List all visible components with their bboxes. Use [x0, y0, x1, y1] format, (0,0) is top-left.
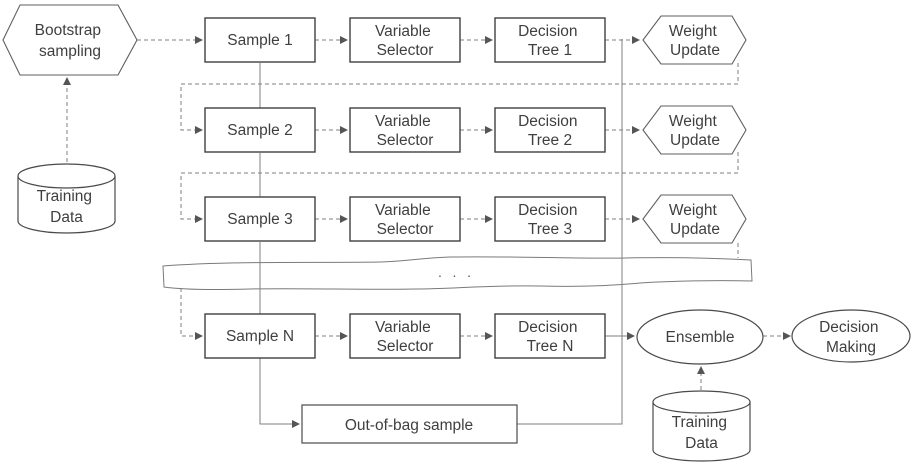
- sample-1-box: [204, 17, 316, 63]
- sample-3-box: [204, 196, 316, 242]
- tree-output-bus: [517, 39, 623, 425]
- variable-selector-3-label: Variable Selector: [375, 202, 435, 238]
- arrow-sample-bus-to-oob: [259, 358, 300, 428]
- loop-weight2-to-sample3: [180, 152, 739, 223]
- decision-tree-3-label: Decision Tree 3: [518, 202, 582, 238]
- connectors: [63, 36, 791, 428]
- ensemble-node: Ensemble: [636, 309, 764, 365]
- bootstrap-sampling-node: Bootstrap sampling: [2, 4, 138, 76]
- out-of-bag-node: Out-of-bag sample: [301, 404, 518, 444]
- variable-selector-n-label: Variable Selector: [375, 319, 435, 355]
- weight-update-3-hexagon: [642, 194, 747, 244]
- decision-tree-3-box: [494, 196, 606, 242]
- row-2: Sample 2 Variable Selector Decision Tree…: [204, 105, 747, 155]
- sample-3-label: Sample 3: [227, 211, 292, 228]
- variable-selector-3-box: [349, 196, 461, 242]
- weight-update-3-label: Weight Update: [669, 202, 721, 238]
- variable-selector-2-box: [349, 107, 461, 153]
- variable-selector-2-label: Variable Selector: [375, 113, 435, 149]
- ensemble-label: Ensemble: [666, 329, 735, 346]
- decision-making-ellipse: [791, 309, 911, 363]
- row-1: Sample 1 Variable Selector Decision Tree…: [204, 15, 747, 65]
- training-data-bottom-label: Training Data: [672, 414, 732, 452]
- training-data-left-cylinder: [17, 176, 116, 234]
- sample-2-label: Sample 2: [227, 122, 292, 139]
- variable-selector-n-box: [349, 313, 461, 359]
- row-3: Sample 3 Variable Selector Decision Tree…: [204, 194, 747, 244]
- decision-tree-2-label: Decision Tree 2: [518, 113, 582, 149]
- bootstrap-label: Bootstrap sampling: [35, 22, 106, 60]
- weight-update-2-hexagon: [642, 105, 747, 155]
- out-of-bag-label: Out-of-bag sample: [345, 417, 473, 434]
- ensemble-ellipse: [636, 309, 764, 365]
- out-of-bag-box: [301, 404, 518, 444]
- loop-band-to-sampleN: [180, 288, 203, 340]
- training-data-left-node: Training Data: [17, 163, 116, 234]
- decision-tree-n-box: [494, 313, 606, 359]
- row-n: Sample N Variable Selector Decision Tree…: [204, 313, 606, 359]
- variable-selector-1-box: [349, 17, 461, 63]
- weight-update-1-hexagon: [642, 15, 747, 65]
- loop-weight1-to-sample2: [180, 63, 739, 134]
- bootstrap-hexagon: [2, 4, 138, 76]
- sample-2-box: [204, 107, 316, 153]
- training-data-left-cylinder-top: [17, 163, 116, 189]
- decision-tree-n-label: Decision Tree N: [518, 319, 582, 355]
- sample-n-label: Sample N: [226, 328, 294, 345]
- ellipsis-dots: · · ·: [438, 267, 475, 283]
- weight-update-2-label: Weight Update: [669, 113, 721, 149]
- decision-making-label: Decision Making: [819, 319, 883, 356]
- decision-tree-2-box: [494, 107, 606, 153]
- decision-making-node: Decision Making: [791, 309, 911, 363]
- training-data-bottom-node: Training Data: [652, 390, 751, 462]
- training-data-bottom-cylinder-top: [652, 390, 751, 414]
- sample-n-box: [204, 313, 316, 359]
- weight-update-1-label: Weight Update: [669, 23, 721, 59]
- decision-tree-1-label: Decision Tree 1: [518, 23, 582, 59]
- variable-selector-1-label: Variable Selector: [375, 23, 435, 59]
- separator-band: · · ·: [162, 256, 753, 291]
- training-data-left-label: Training Data: [37, 188, 97, 226]
- training-data-bottom-cylinder: [652, 402, 751, 462]
- sample-1-label: Sample 1: [227, 32, 292, 49]
- decision-tree-1-box: [494, 17, 606, 63]
- separator-band-shape: [162, 256, 753, 291]
